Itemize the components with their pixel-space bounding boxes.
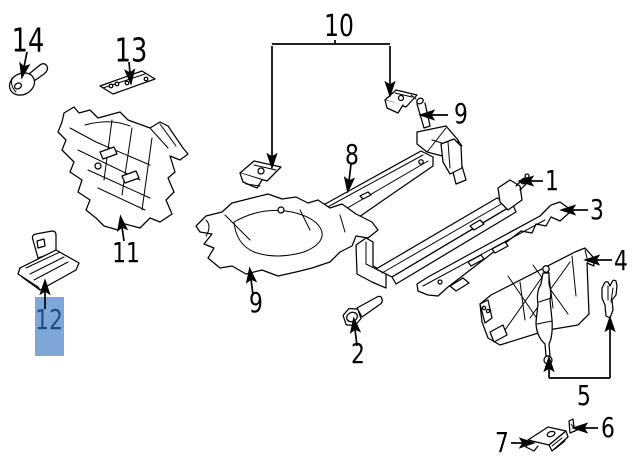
part-drawing-1[interactable]: [355, 138, 530, 289]
part-drawing-5-right[interactable]: [601, 279, 618, 319]
part-drawing-9-lower[interactable]: [195, 193, 379, 277]
leader-11: [116, 214, 129, 242]
callout-label-7[interactable]: 7: [495, 426, 509, 459]
callout-label-5[interactable]: 5: [577, 379, 591, 412]
callout-label-3[interactable]: 3: [590, 193, 604, 226]
part-drawing-10-left[interactable]: [239, 160, 282, 189]
part-drawing-10-right[interactable]: [384, 89, 418, 114]
callout-label-2[interactable]: 2: [351, 337, 365, 370]
leader-2: [349, 316, 362, 347]
callout-label-10[interactable]: 10: [324, 9, 354, 44]
part-drawing-14[interactable]: [6, 63, 49, 100]
callout-label-6[interactable]: 6: [601, 411, 615, 444]
part-drawing-6[interactable]: [568, 418, 578, 434]
part-drawing-3[interactable]: [416, 201, 570, 297]
part-drawing-12[interactable]: [17, 230, 80, 291]
callout-label-12[interactable]: 12: [35, 303, 63, 336]
leader-10-bracket: [272, 40, 390, 45]
part-drawing-13[interactable]: [99, 70, 156, 95]
callout-label-11[interactable]: 11: [112, 236, 140, 269]
leader-14: [19, 51, 31, 80]
part-drawing-11[interactable]: [57, 106, 189, 231]
leader-13: [123, 61, 136, 86]
part-drawing-7[interactable]: [525, 426, 569, 452]
part-drawing-2[interactable]: [342, 295, 383, 327]
leader-9-lower: [245, 266, 258, 296]
callout-label-9-lower[interactable]: 9: [249, 286, 263, 319]
leader-8: [343, 163, 356, 194]
callout-label-14[interactable]: 14: [11, 20, 45, 60]
callout-label-1[interactable]: 1: [545, 164, 559, 197]
callout-label-13[interactable]: 13: [114, 30, 148, 70]
callout-label-4[interactable]: 4: [614, 244, 628, 277]
callout-label-9-upper[interactable]: 9: [454, 97, 468, 130]
callout-label-8[interactable]: 8: [345, 138, 359, 171]
selection-highlight: [35, 297, 64, 356]
leader-lines: [19, 40, 616, 449]
